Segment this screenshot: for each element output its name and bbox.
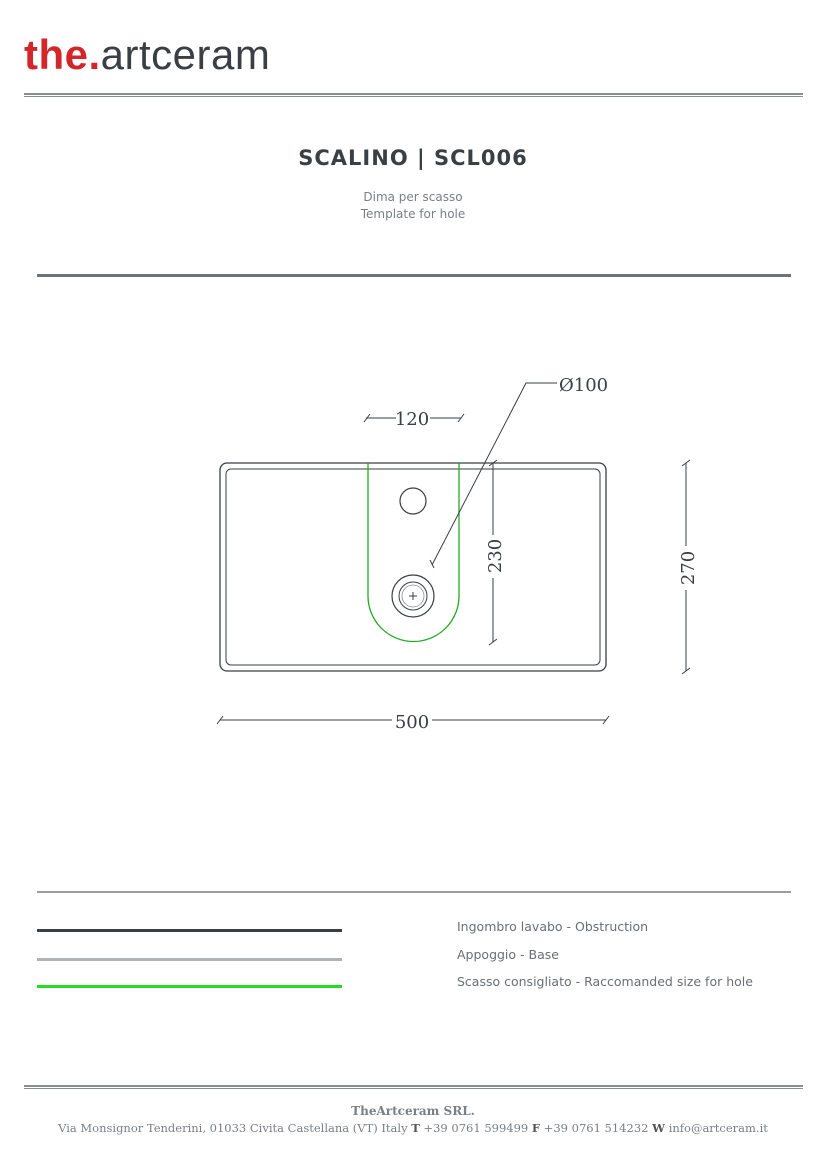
header-rule	[24, 93, 803, 97]
legend-line-hole	[37, 985, 342, 988]
footer-web-label: W	[652, 1121, 666, 1135]
diameter-leader	[431, 382, 557, 566]
dimension-500: 500	[395, 712, 429, 733]
title-rule	[37, 274, 791, 277]
legend-label-base: Appoggio - Base	[457, 947, 559, 962]
legend-label-hole: Scasso consigliato - Raccomanded size fo…	[457, 974, 753, 989]
footer-rule	[24, 1085, 803, 1089]
footer-phone-label: T	[411, 1121, 420, 1135]
dimension-230: 230	[485, 539, 506, 573]
footer-contact: Via Monsignor Tenderini, 01033 Civita Ca…	[0, 1121, 826, 1135]
drain-outer	[391, 574, 435, 618]
footer-address: Via Monsignor Tenderini, 01033 Civita Ca…	[58, 1121, 408, 1135]
subtitle-english: Template for hole	[360, 207, 466, 221]
basin-outline	[219, 462, 607, 672]
legend-line-base	[37, 958, 342, 961]
tap-hole	[399, 487, 427, 515]
legend-rule	[37, 891, 791, 893]
subtitle-italian: Dima per scasso	[363, 190, 463, 204]
footer-fax: +39 0761 514232	[543, 1121, 649, 1135]
footer-company: TheArtceram SRL.	[351, 1104, 475, 1118]
dimension-120: 120	[395, 409, 429, 430]
basin-base-outline	[225, 468, 601, 666]
recommended-hole-outline	[367, 463, 460, 643]
drain-ring	[401, 584, 425, 608]
footer-email: info@artceram.it	[668, 1121, 768, 1135]
logo-brand: the.	[24, 31, 101, 78]
dimension-270: 270	[678, 551, 699, 585]
footer-phone: +39 0761 599499	[423, 1121, 529, 1135]
logo-name: artceram	[100, 31, 271, 78]
page-title: SCALINO | SCL006	[298, 146, 528, 170]
footer-fax-label: F	[531, 1121, 541, 1135]
brand-logo: the.artceram	[24, 30, 270, 80]
drain-inner	[398, 581, 428, 611]
legend-label-obstruction: Ingombro lavabo - Obstruction	[457, 919, 649, 934]
diameter-label: Ø100	[559, 375, 608, 396]
legend-line-obstruction	[37, 929, 342, 932]
